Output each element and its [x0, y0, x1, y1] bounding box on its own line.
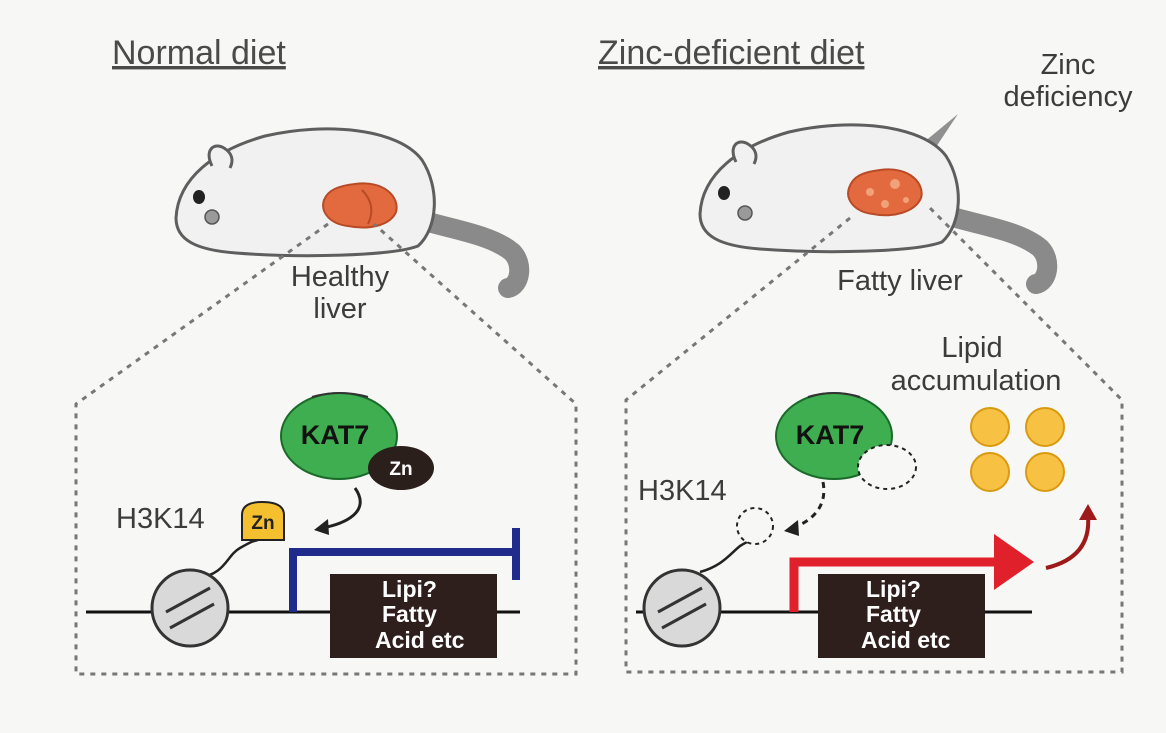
fatty-liver-mouse-icon [698, 123, 1058, 294]
fat-spot [903, 197, 909, 203]
right-panel-zinc-deficient-diet: Zinc-deficient diet Zinc deficiency Fatt… [598, 34, 1133, 674]
mouse-body [698, 123, 960, 254]
liver-lobe-line [361, 189, 373, 225]
kat7-label-right: KAT7 [796, 420, 865, 450]
lipid-accumulation-label-line1: Lipid [941, 332, 1002, 364]
mouse-ear [731, 140, 758, 165]
mouse-eye [193, 190, 205, 204]
histone-tail-left [197, 538, 259, 580]
fatty-liver-icon [847, 168, 923, 217]
gene-label-line3-left: Acid etc [375, 627, 465, 653]
healthy-mouse-icon [174, 127, 530, 298]
activation-line [789, 557, 998, 612]
gene-label-line2-right: Fatty [866, 601, 921, 627]
fat-spot [866, 188, 874, 196]
lipid-production-arrow [1045, 515, 1091, 570]
lipid-droplet [970, 452, 1010, 492]
zinc-deficiency-label-line1: Zinc [1041, 49, 1096, 81]
gene-label-line1-left: Lipi? [382, 576, 437, 602]
kat7-label-left: KAT7 [301, 420, 370, 450]
acetylation-arrowhead [314, 519, 329, 535]
mouse-nose [737, 205, 753, 221]
nucleosome-stripe-1 [165, 586, 211, 614]
lipid-accumulation-label-line2: accumulation [891, 365, 1062, 397]
lipid-droplet [970, 407, 1010, 447]
healthy-liver-label-line2: liver [313, 293, 367, 325]
zn-mark [241, 500, 285, 541]
zn-mark-label: Zn [251, 513, 274, 534]
zn-cofactor [368, 446, 434, 490]
mouse-tail [920, 200, 1058, 294]
nucleosome-stripe-1 [657, 586, 703, 614]
mouse-nose [204, 209, 220, 225]
zinc-deficiency-label-line2: deficiency [1004, 81, 1133, 113]
mouse-ear [207, 144, 234, 169]
right-panel-title: Zinc-deficient diet [598, 34, 865, 72]
healthy-liver-icon [322, 182, 398, 229]
fatty-liver-label: Fatty liver [837, 265, 963, 297]
mouse-eye [718, 186, 730, 200]
gene-box-right [818, 574, 985, 658]
gene-label-line2-left: Fatty [382, 601, 437, 627]
repression-line [289, 548, 516, 612]
gene-box-left [330, 574, 497, 658]
kat7-highlight [807, 392, 861, 398]
zoom-outline-left [74, 222, 578, 676]
kat7-highlight [311, 392, 369, 398]
nucleosome-right [642, 568, 722, 648]
lipid-droplet [1025, 407, 1065, 447]
reduced-acetylation-arrowhead [784, 520, 799, 536]
fat-spot [890, 179, 900, 189]
gene-label-line1-right: Lipi? [866, 576, 921, 602]
acetylation-arrow [321, 487, 362, 530]
activation-arrowhead [994, 534, 1034, 590]
nucleosome-left [150, 568, 230, 648]
healthy-liver-label-line1: Healthy [291, 261, 390, 293]
fat-spot [881, 200, 889, 208]
missing-zn-cofactor [857, 444, 917, 490]
h3k14-label-left: H3K14 [116, 503, 205, 535]
nucleosome-stripe-2 [661, 602, 707, 630]
histone-tail-right [699, 538, 753, 574]
h3k14-label-right: H3K14 [638, 475, 727, 507]
lipid-droplet [1025, 452, 1065, 492]
lipid-production-arrowhead [1079, 504, 1097, 520]
left-panel-title: Normal diet [112, 34, 286, 72]
zn-cofactor-label: Zn [389, 459, 412, 480]
left-panel-normal-diet: Normal diet Healthy liver KAT7 Zn H3K14 … [74, 34, 578, 676]
nucleosome-stripe-2 [169, 602, 215, 630]
gene-label-line3-right: Acid etc [861, 627, 951, 653]
missing-zn-mark [736, 507, 774, 545]
